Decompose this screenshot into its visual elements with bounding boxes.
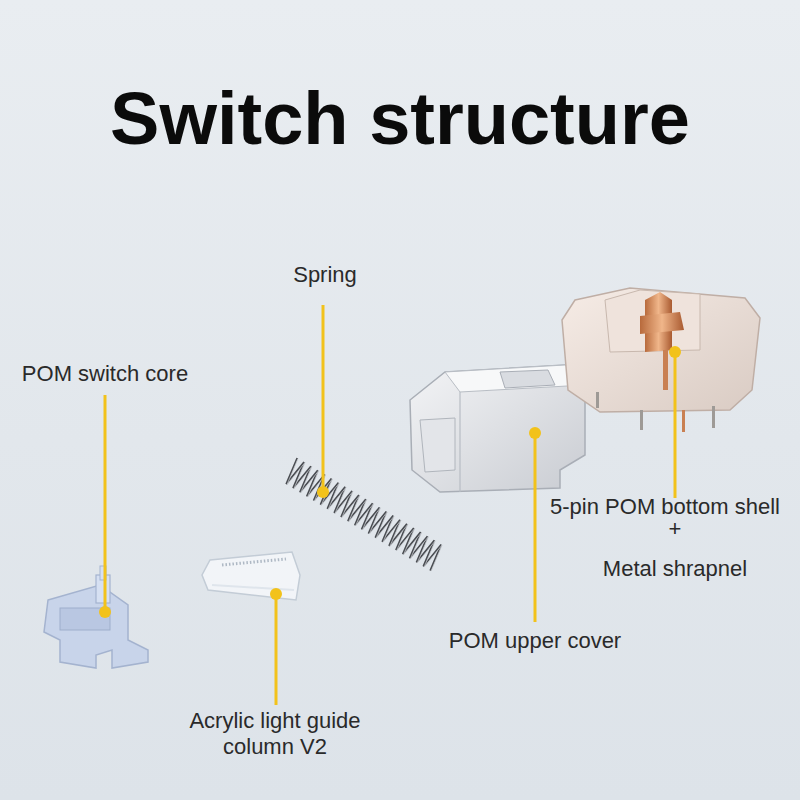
part-label: Spring bbox=[245, 262, 405, 288]
diagram-title: Switch structure bbox=[0, 82, 800, 156]
plus-sign: + bbox=[630, 516, 720, 542]
part-label: Acrylic light guide column V2 bbox=[160, 708, 390, 761]
part-label: POM switch core bbox=[5, 361, 205, 387]
switch-core bbox=[44, 566, 148, 668]
upper-cover bbox=[410, 365, 585, 492]
part-label: Metal shrapnel bbox=[575, 556, 775, 582]
part-label: POM upper cover bbox=[410, 628, 660, 654]
part-label: 5-pin POM bottom shell bbox=[530, 494, 800, 520]
light-guide bbox=[202, 552, 300, 600]
bottom-shell bbox=[562, 288, 760, 432]
